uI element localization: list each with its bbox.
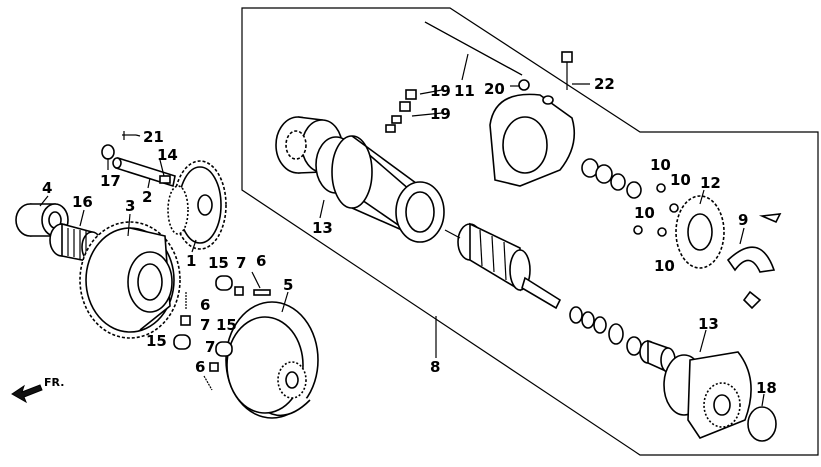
label-part-2: 2 [142, 188, 152, 206]
label-part-14: 14 [157, 146, 178, 164]
part-10-insulator-a [656, 183, 666, 193]
label-part-20: 20 [484, 80, 505, 98]
part-20-washer [518, 79, 530, 91]
part-21-pin [122, 131, 136, 140]
shaft-washers [569, 306, 642, 356]
label-part-7-top: 7 [236, 254, 246, 272]
label-part-10-b: 10 [670, 171, 691, 189]
part-9-terminal [726, 213, 782, 310]
part-18-o-ring [747, 406, 777, 442]
armature [444, 222, 562, 310]
part-3-driven-gear [79, 221, 181, 339]
label-part-18: 18 [756, 379, 777, 397]
part-15-roller-left [173, 334, 191, 350]
part-17-washer [101, 144, 115, 160]
label-part-7-mid: 7 [200, 316, 210, 334]
part-7-cap-top [234, 286, 244, 296]
label-part-7-bottom: 7 [205, 338, 215, 356]
part-14-key [159, 175, 171, 184]
label-part-16: 16 [72, 193, 93, 211]
label-part-5: 5 [283, 276, 293, 294]
label-part-19-upper: 19 [430, 82, 451, 100]
label-part-6-top: 6 [256, 252, 266, 270]
label-part-17: 17 [100, 172, 121, 190]
part-22-bolt [561, 51, 573, 90]
part-19-brush-upper [399, 89, 417, 112]
label-part-15-mid: 15 [216, 316, 237, 334]
part-5-clutch-outer [225, 301, 319, 419]
label-part-19-lower: 19 [430, 105, 451, 123]
front-direction-label: FR. [44, 376, 64, 389]
label-part-13-upper: 13 [312, 219, 333, 237]
label-part-10-a: 10 [650, 156, 671, 174]
part-10-insulator-c [633, 225, 643, 235]
part-1-idle-gear [167, 160, 227, 250]
rear-cover [687, 351, 752, 439]
label-part-9: 9 [738, 211, 748, 229]
leader-lines [39, 53, 765, 407]
part-15-roller-top [215, 275, 233, 291]
front-direction-arrow [11, 384, 43, 404]
part-7-cap-mid [180, 315, 191, 326]
part-15-roller-bottom [215, 341, 233, 357]
label-part-8: 8 [430, 358, 440, 376]
label-part-15-left: 15 [146, 332, 167, 350]
part-10-insulator-b [669, 203, 679, 213]
label-part-12: 12 [700, 174, 721, 192]
label-part-1: 1 [186, 252, 196, 270]
label-part-21: 21 [143, 128, 164, 146]
label-part-13-lower: 13 [698, 315, 719, 333]
part-16-needle-bearing [49, 222, 103, 263]
part-19-brush-lower [385, 115, 402, 133]
motor-case [331, 135, 445, 243]
part-6-spring-top [253, 289, 271, 296]
label-part-3: 3 [125, 197, 135, 215]
label-part-4: 4 [42, 179, 52, 197]
part-7-cap-bottom [209, 362, 219, 372]
label-part-10-d: 10 [654, 257, 675, 275]
label-part-6-bottom: 6 [195, 358, 205, 376]
part-11-through-bolt [424, 21, 523, 76]
part-12-brush-plate [675, 195, 725, 269]
front-washers [581, 158, 642, 199]
label-part-11: 11 [454, 82, 475, 100]
front-cover [489, 93, 576, 187]
label-part-6-mid: 6 [200, 296, 210, 314]
label-part-22: 22 [594, 75, 615, 93]
starter-motor-boundary [241, 7, 819, 456]
part-10-insulator-d [657, 227, 667, 237]
label-part-15-top: 15 [208, 254, 229, 272]
part-6-spring-bottom [203, 375, 213, 391]
label-part-10-c: 10 [634, 204, 655, 222]
